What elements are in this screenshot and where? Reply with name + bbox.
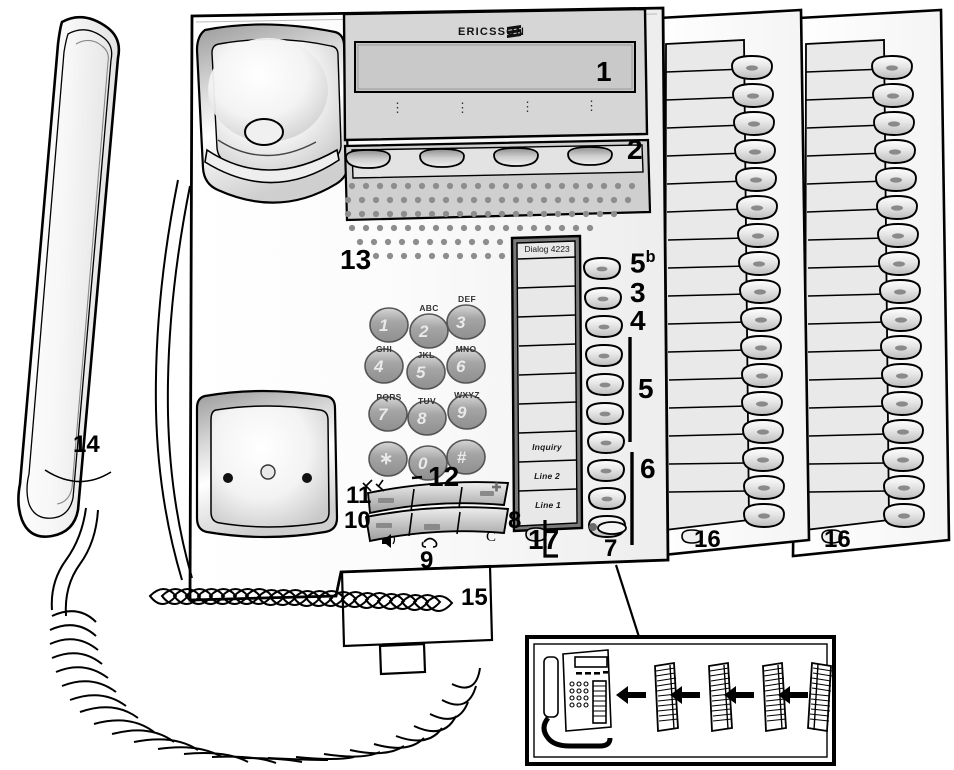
key-2-letters: ABC [419,303,439,313]
inset-module-4 [807,661,833,733]
key-5-letters: JKL [417,350,435,360]
headset-icon [421,537,438,548]
callout-7: 7 [604,535,618,562]
key-9-digit[interactable]: 9 [457,403,467,422]
key-3-letters: DEF [458,294,476,304]
callout-14: 14 [73,431,100,458]
callout-1: 1 [596,56,612,87]
ericsson-logo-icon [507,25,521,38]
key-star-digit[interactable]: ∗ [379,449,394,468]
expansion-unit-1[interactable] [651,8,811,558]
coil-base [148,588,454,612]
callout-15: 15 [461,584,488,611]
inset-module-3 [762,661,787,733]
callout-9: 9 [420,547,434,574]
card-row-line2: Line 2 [534,471,560,481]
key-6-letters: MNO [455,344,477,354]
key-2-digit[interactable]: 2 [419,322,429,341]
soft-key-bar[interactable] [343,138,652,222]
indicator-lamp [589,521,627,535]
callout-8: 8 [508,507,522,534]
callout-3: 3 [630,277,646,308]
base-shelf [340,564,494,676]
handset [17,15,121,538]
callout-6: 6 [640,453,656,484]
svg-text:C: C [486,529,496,545]
inset-arrow-1 [616,686,646,704]
key-0-digit[interactable]: 0 [418,454,428,473]
callout-10: 10 [344,507,371,534]
callout-13: 13 [340,244,372,275]
line-cord [148,179,454,612]
key-4-digit[interactable]: 4 [374,357,384,376]
inset-module-1 [654,661,679,733]
inset-arrow-2 [670,686,700,704]
inset-diagram [525,635,836,766]
key-3-digit[interactable]: 3 [456,313,466,332]
keypad[interactable] [364,304,487,481]
key-8-digit[interactable]: 8 [417,409,427,428]
key-4-letters: GHI [375,344,392,354]
callout-12: 12 [428,461,460,492]
callout-17: 17 [528,524,560,555]
callout-5: 5 [638,373,654,404]
loudspeaker-icon [382,534,396,548]
inset-arrow-3 [724,686,754,704]
expansion-1-keys [731,55,785,528]
softkey-dots-2: ⋮ [456,100,469,115]
callout-5b: 5b [630,247,656,279]
callout-16-unit1: 16 [694,526,721,553]
callout-11: 11 [346,482,372,509]
inset-arrow-4 [778,686,808,704]
card-row-inquiry: Inquiry [532,442,562,452]
key-8-letters: TUV [418,396,436,406]
key-7-digit[interactable]: 7 [378,405,388,424]
softkey-dots-3: ⋮ [521,99,534,114]
callout-16-unit2: 16 [824,526,851,553]
handset-cord [49,507,481,764]
key-9-letters: WXYZ [454,390,480,400]
display-panel [342,7,649,142]
handset-cradle-lower [195,389,339,539]
key-hash-digit[interactable]: # [457,448,467,467]
expansion-2-keys [871,55,925,528]
callout-leaders [543,520,642,641]
callout-4: 4 [630,305,646,336]
function-keys[interactable] [582,256,627,539]
key-7-letters: PQRS [376,392,402,402]
inset-module-2 [708,661,733,733]
callout-2: 2 [627,134,643,165]
card-row-line1: Line 1 [535,500,561,510]
softkey-dots-1: ⋮ [391,100,404,115]
softkey-dots-4: ⋮ [585,98,598,113]
group-brackets [628,337,634,545]
designation-card [510,234,584,542]
key-1-digit[interactable]: 1 [379,316,389,335]
key-5-digit[interactable]: 5 [416,363,426,382]
loudspeaker-grille [344,182,636,260]
handset-cradle-upper [195,23,350,204]
coil-left [49,610,481,764]
key-6-digit[interactable]: 6 [456,357,466,376]
rocker-keys[interactable]: C [362,475,510,548]
expansion-unit-2[interactable] [791,8,951,558]
card-model-label: Dialog 4223 [524,244,570,254]
